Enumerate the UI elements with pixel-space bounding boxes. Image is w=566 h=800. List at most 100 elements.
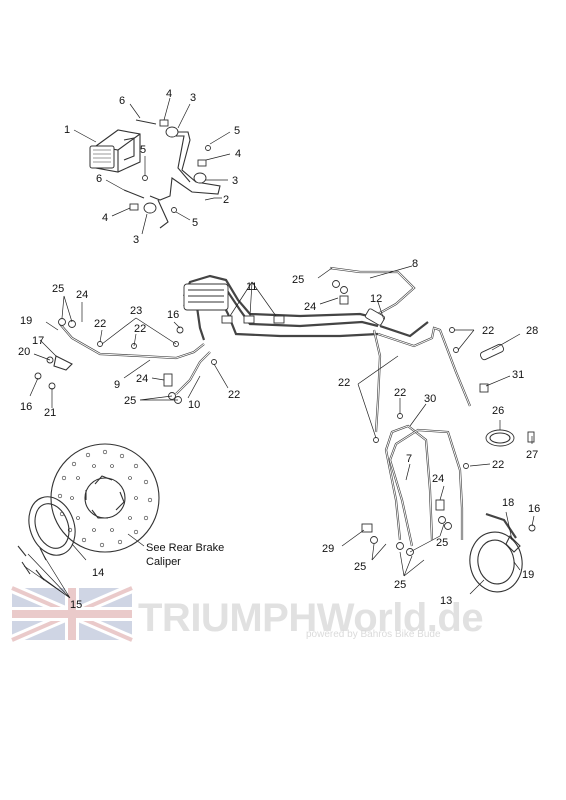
callout-21: 21 — [44, 407, 56, 419]
callout-31: 31 — [512, 369, 524, 381]
leader-lines — [23, 265, 535, 599]
pipe-junction-block — [183, 283, 229, 311]
callout-24: 24 — [136, 373, 148, 385]
callout-24: 24 — [304, 301, 316, 313]
callout-9: 9 — [114, 379, 120, 391]
callout-25: 25 — [394, 579, 406, 591]
clip-part-11 — [273, 315, 285, 324]
bolt-part-31 — [479, 383, 489, 393]
callout-4: 4 — [102, 212, 108, 224]
callout-24: 24 — [76, 289, 88, 301]
callout-14: 14 — [92, 567, 104, 579]
union-part-12 — [364, 308, 386, 326]
callout-4: 4 — [235, 148, 241, 160]
callouts: 8 11 12 25 24 25 24 19 17 20 16 21 22 23… — [18, 258, 540, 611]
bracket-part-2 — [149, 131, 221, 229]
grommet-part-3 — [165, 126, 179, 138]
grommet-part-3 — [193, 172, 207, 184]
abs-modulator-part-1 — [89, 129, 141, 173]
callout-28: 28 — [526, 325, 538, 337]
abs-ring-rear-part-13 — [469, 531, 523, 593]
bolt-part-6 — [123, 189, 145, 199]
callout-22: 22 — [228, 389, 240, 401]
callout-22: 22 — [338, 377, 350, 389]
screw-part-5 — [205, 145, 211, 151]
abs-modulator-assembly: 1 2 3 3 3 4 4 4 5 5 5 6 6 — [64, 88, 241, 246]
abs-sensor-part-18 — [505, 535, 521, 553]
callout-3: 3 — [232, 175, 238, 187]
callout-11: 11 — [246, 281, 257, 293]
callout-18: 18 — [502, 497, 514, 509]
clip-part-11 — [243, 315, 255, 324]
callout-3: 3 — [133, 234, 139, 246]
brake-disc — [50, 443, 160, 553]
callout-29: 29 — [322, 543, 334, 555]
callout-5: 5 — [140, 144, 146, 156]
callout-25: 25 — [354, 561, 366, 573]
bracket-part-17 — [53, 355, 73, 371]
bolts-part-15 — [17, 545, 47, 581]
bolt-part-24 — [435, 499, 445, 511]
callout-10: 10 — [188, 399, 200, 411]
callout-17: 17 — [32, 335, 44, 347]
callout-22: 22 — [94, 318, 106, 330]
watermark: TRIUMPHWorld.de powered by Bahros Bike B… — [10, 583, 484, 645]
callout-25: 25 — [292, 274, 304, 286]
callout-22: 22 — [134, 323, 146, 335]
sleeve-part-4 — [159, 119, 169, 127]
callout-4: 4 — [166, 88, 172, 100]
callout-6: 6 — [119, 95, 125, 107]
clip-part-11 — [221, 315, 233, 324]
callout-7: 7 — [406, 453, 412, 465]
sleeve-part-4 — [129, 203, 139, 211]
callout-27: 27 — [526, 449, 538, 461]
callout-16: 16 — [167, 309, 179, 321]
callout-22: 22 — [482, 325, 494, 337]
callout-25: 25 — [124, 395, 136, 407]
callout-25: 25 — [436, 537, 448, 549]
callout-16: 16 — [528, 503, 540, 515]
sleeve-part-4 — [197, 159, 207, 167]
callout-15: 15 — [70, 599, 82, 611]
callout-2: 2 — [223, 194, 229, 206]
brake-pipes — [59, 266, 517, 547]
grommet-part-3 — [143, 202, 157, 214]
callout-22: 22 — [394, 387, 406, 399]
callout-24: 24 — [432, 473, 444, 485]
bolt-part-24 — [163, 373, 173, 387]
callout-23: 23 — [130, 305, 142, 317]
screw-part-16 — [176, 326, 184, 334]
rear-caliper-note: See Rear Brake Caliper — [146, 542, 224, 568]
bolt-part-27 — [527, 431, 535, 443]
callout-13: 13 — [440, 595, 452, 607]
callout-26: 26 — [492, 405, 504, 417]
callout-19: 19 — [20, 315, 32, 327]
watermark-tagline: powered by Bahros Bike Bude — [306, 629, 441, 640]
abs-ring-front-part-14 — [28, 496, 76, 556]
callout-5: 5 — [192, 217, 198, 229]
bolt-part-24 — [339, 295, 349, 305]
callout-6: 6 — [96, 173, 102, 185]
watermark-brand: TRIUMPHWorld.de — [138, 596, 483, 640]
callout-20: 20 — [18, 346, 30, 358]
callout-16: 16 — [20, 401, 32, 413]
callout-12: 12 — [370, 293, 382, 305]
screw-part-16 — [34, 372, 42, 380]
callout-22: 22 — [492, 459, 504, 471]
callout-5: 5 — [234, 125, 240, 137]
bolt-part-29 — [361, 523, 373, 533]
union-flag-logo — [10, 583, 134, 645]
note-line-2: Caliper — [146, 556, 181, 568]
grommet-part-28 — [479, 343, 505, 361]
bolt-part-6 — [135, 119, 157, 125]
pipe-clips — [34, 280, 536, 556]
callout-19: 19 — [522, 569, 534, 581]
callout-1: 1 — [64, 124, 70, 136]
callout-30: 30 — [424, 393, 436, 405]
callout-8: 8 — [412, 258, 418, 270]
screw-part-5 — [142, 175, 148, 181]
callout-25: 25 — [52, 283, 64, 295]
screw-part-5 — [171, 207, 177, 213]
callout-3: 3 — [190, 92, 196, 104]
